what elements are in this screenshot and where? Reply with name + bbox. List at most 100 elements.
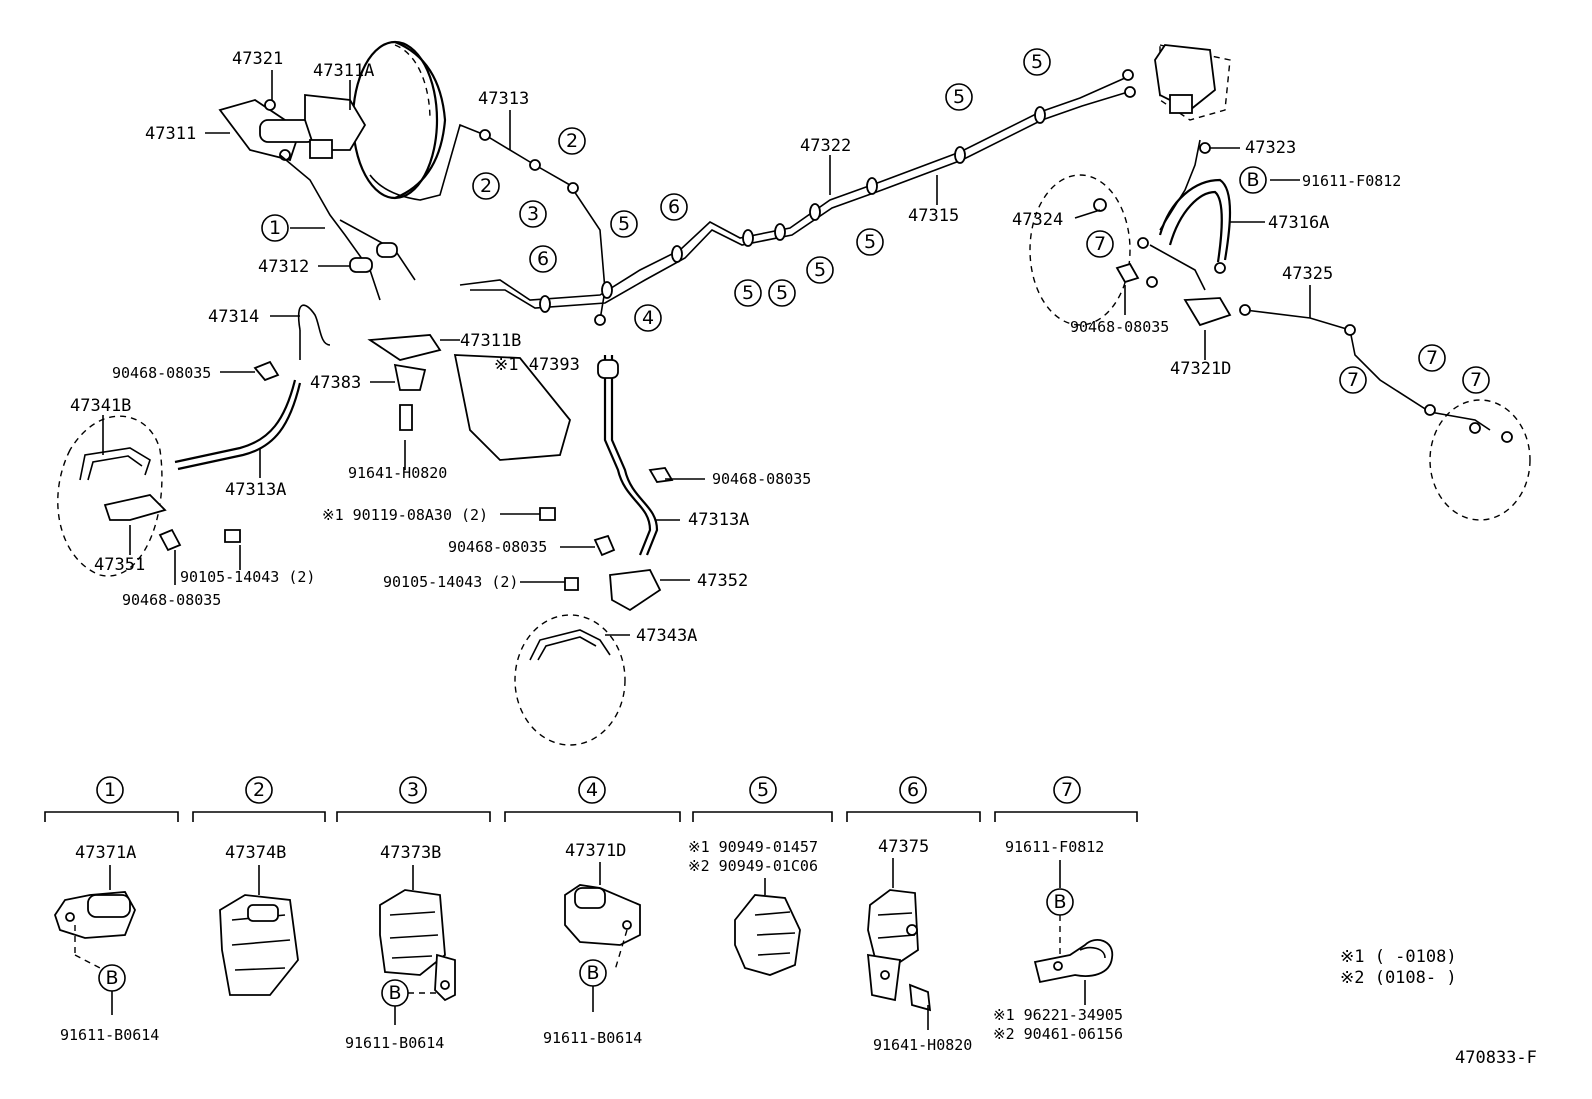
svg-text:5: 5	[1031, 51, 1043, 73]
circle-callout-B-top: B	[1239, 166, 1267, 194]
label-90468-08035-b: 90468-08035	[122, 591, 221, 609]
label-47315: 47315	[908, 206, 959, 226]
circle-callout-5a: 5	[610, 210, 638, 238]
circle-callout-2b: 2	[558, 127, 586, 155]
legend-index-2: 2	[245, 776, 273, 804]
label-47325: 47325	[1282, 264, 1333, 284]
label-47311: 47311	[145, 124, 196, 144]
legend-index-3: 3	[399, 776, 427, 804]
clip-7-drawing	[1033, 939, 1114, 984]
legend-1-sub: 91611-B0614	[60, 1026, 159, 1044]
circle-callout-5e: 5	[856, 228, 884, 256]
label-47316A: 47316A	[1268, 213, 1329, 233]
label-47313A-mid: 47313A	[688, 510, 749, 530]
circle-callout-6b: 6	[529, 245, 557, 273]
svg-text:2: 2	[480, 175, 492, 197]
svg-text:6: 6	[668, 196, 680, 218]
clamp-5-drawing	[734, 894, 801, 976]
label-47352: 47352	[697, 571, 748, 591]
label-90468-08035-a: 90468-08035	[112, 364, 211, 382]
svg-text:5: 5	[953, 86, 965, 108]
svg-text:4: 4	[642, 307, 654, 329]
legend-2-part: 47374B	[225, 843, 286, 863]
circle-callout-5f: 5	[945, 83, 973, 111]
footnotes: ※1 ( -0108) ※2 (0108- ) 470833-F	[1340, 947, 1537, 1068]
master-cylinder-bracket	[218, 93, 367, 162]
label-91641-H0820: 91641-H0820	[348, 464, 447, 482]
svg-text:7: 7	[1426, 347, 1438, 369]
svg-text:7: 7	[1347, 369, 1359, 391]
leader-lines	[102, 70, 1311, 636]
label-47312: 47312	[258, 257, 309, 277]
label-47322: 47322	[800, 136, 851, 156]
svg-text:6: 6	[907, 779, 919, 801]
label-47321D: 47321D	[1170, 359, 1231, 379]
svg-text:7: 7	[1061, 779, 1073, 801]
label-47393: ※1 47393	[494, 355, 580, 375]
label-47311A: 47311A	[313, 61, 374, 81]
legend-index-7: 7	[1053, 776, 1081, 804]
svg-text:2: 2	[566, 130, 578, 152]
svg-text:B: B	[388, 982, 401, 1004]
part-labels: 47321 47311A 47311 47313 47312 47314 473…	[70, 49, 1401, 646]
legend-1-B: B	[98, 964, 126, 992]
svg-text:2: 2	[253, 779, 265, 801]
label-47311B: 47311B	[460, 331, 521, 351]
circle-callout-7b: 7	[1339, 366, 1367, 394]
svg-text:6: 6	[537, 248, 549, 270]
label-47314: 47314	[208, 307, 259, 327]
legend-7-B: B	[1046, 888, 1074, 916]
brackets	[103, 297, 1232, 612]
legend-3-part: 47373B	[380, 843, 441, 863]
legend-7-note2: ※2 90461-06156	[993, 1025, 1123, 1043]
label-90468-08035-e: 90468-08035	[1070, 318, 1169, 336]
circle-callout-6a: 6	[660, 193, 688, 221]
label-90119-08A30: ※1 90119-08A30 (2)	[322, 506, 488, 524]
legend-6-part: 47375	[878, 837, 929, 857]
circle-callout-5g: 5	[1023, 48, 1051, 76]
legend-index-6: 6	[899, 776, 927, 804]
label-91611-F0812: 91611-F0812	[1302, 172, 1401, 190]
circle-callout-1: 1	[261, 214, 289, 242]
legend-brackets	[44, 811, 1138, 822]
circle-callout-3: 3	[519, 200, 547, 228]
svg-text:4: 4	[586, 779, 598, 801]
legend-index-1: 1	[96, 776, 124, 804]
label-47351: 47351	[94, 555, 145, 575]
circled-callouts: 1 2 3 2 5 6 6 4 5 5 5 5 5 5 B 7 7 7 7	[261, 48, 1490, 394]
svg-text:5: 5	[814, 259, 826, 281]
legend-4-sub: 91611-B0614	[543, 1029, 642, 1047]
label-47313: 47313	[478, 89, 529, 109]
circle-callout-2: 2	[472, 172, 500, 200]
svg-text:1: 1	[104, 779, 116, 801]
label-47341B: 47341B	[70, 396, 131, 416]
legend-6-sub: 91641-H0820	[873, 1036, 972, 1054]
label-90468-08035-c: 90468-08035	[712, 470, 811, 488]
drawing-code: 470833-F	[1455, 1048, 1537, 1068]
svg-text:5: 5	[742, 282, 754, 304]
legend-5-note1: ※1 90949-01457	[688, 838, 818, 856]
label-90105-14043-left: 90105-14043 (2)	[180, 568, 315, 586]
legend-3-sub: 91611-B0614	[345, 1034, 444, 1052]
circle-callout-7a: 7	[1086, 230, 1114, 258]
bolts	[224, 404, 579, 591]
legend-5-note2: ※2 90949-01C06	[688, 857, 818, 875]
clamp-47373B-drawing	[379, 889, 456, 1002]
footnote-1: ※1 ( -0108)	[1340, 947, 1457, 967]
label-47313A-left: 47313A	[225, 480, 286, 500]
svg-text:3: 3	[527, 203, 539, 225]
svg-text:5: 5	[864, 231, 876, 253]
svg-text:5: 5	[618, 213, 630, 235]
clamp-47371D-drawing	[564, 884, 641, 946]
label-47323: 47323	[1245, 138, 1296, 158]
label-47321: 47321	[232, 49, 283, 69]
label-90105-14043-mid: 90105-14043 (2)	[383, 573, 518, 591]
svg-text:B: B	[1246, 169, 1259, 191]
svg-text:1: 1	[269, 217, 281, 239]
circle-callout-5c: 5	[768, 279, 796, 307]
clamp-47374B-drawing	[219, 894, 299, 996]
label-47343A: 47343A	[636, 626, 697, 646]
circle-callout-4: 4	[634, 304, 662, 332]
circle-callout-5b: 5	[734, 279, 762, 307]
